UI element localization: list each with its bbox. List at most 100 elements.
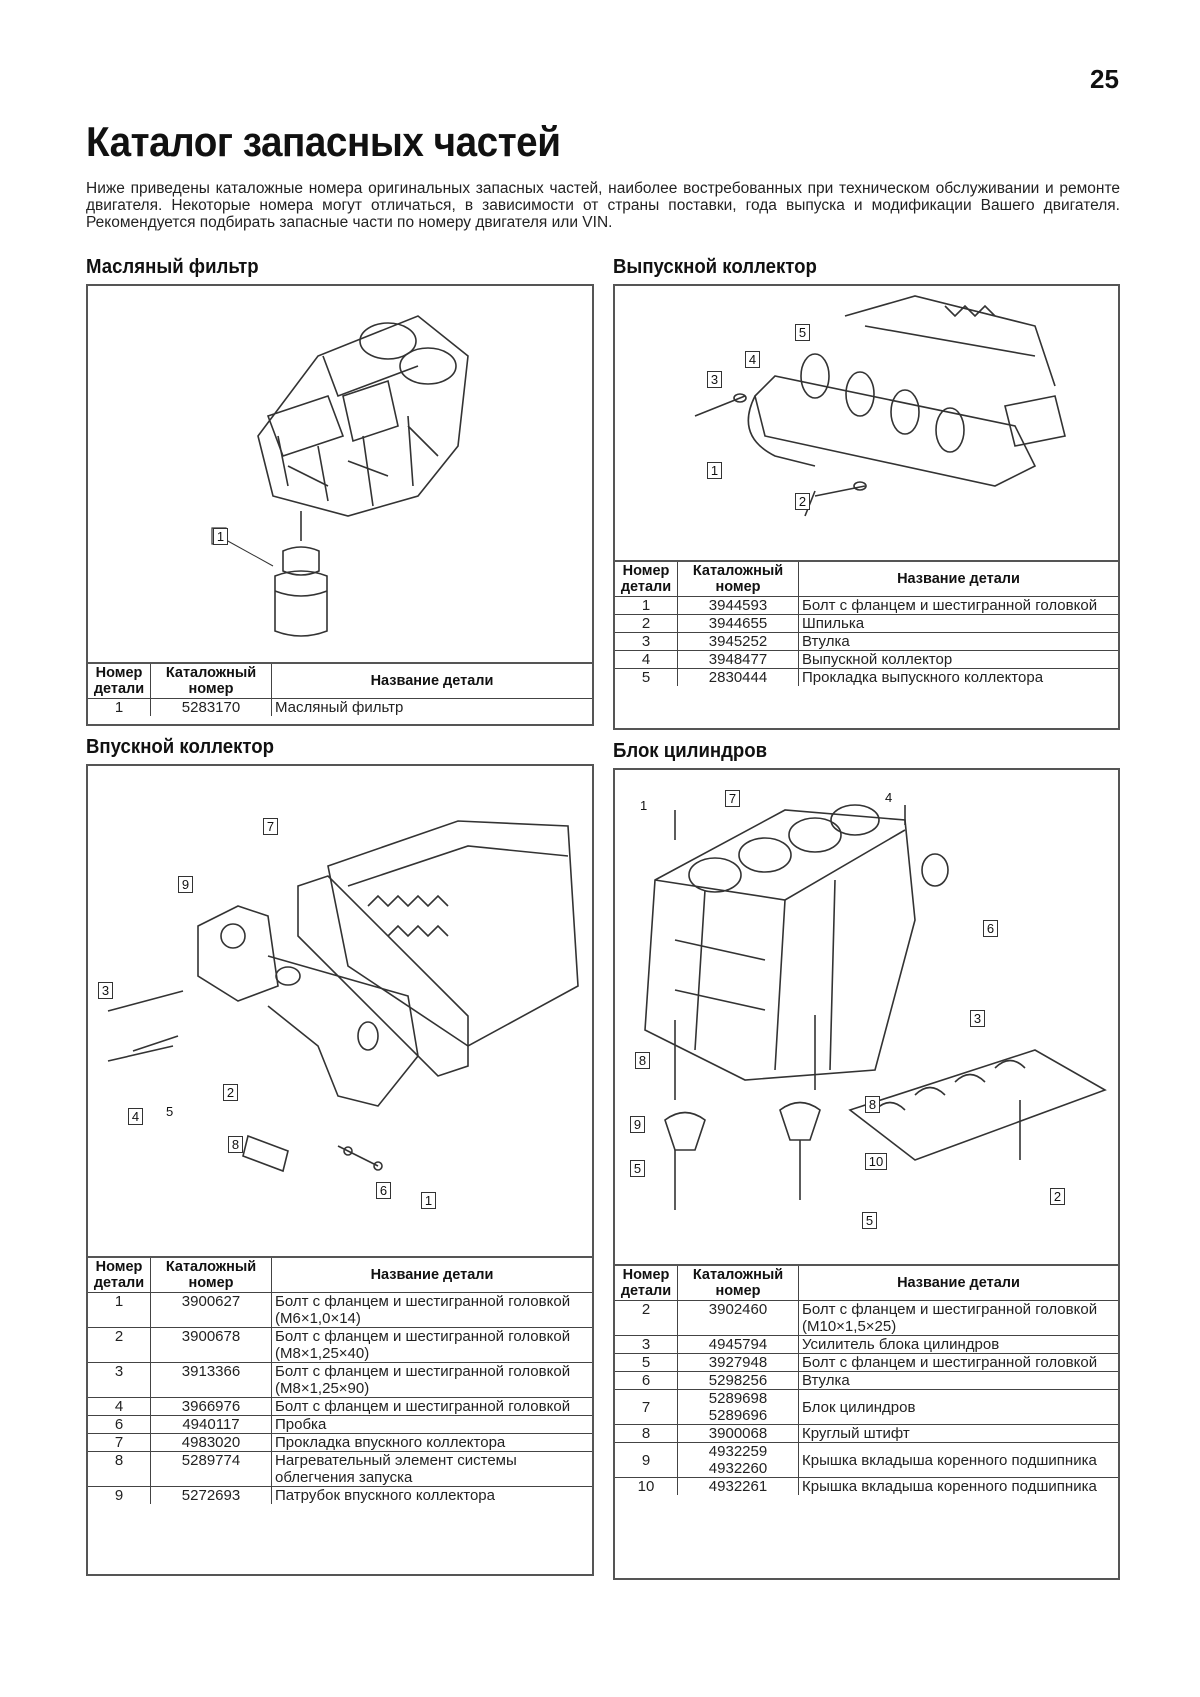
intake-manifold-parts-table: Номер детали Каталожный номер Название д… (88, 1258, 592, 1504)
table-row: 3 3945252 Втулка (615, 632, 1118, 651)
cylinder-block-panel: 1 7 4 6 3 8 8 9 10 5 2 5 Номер детали Ка… (613, 768, 1120, 1580)
callout-2: 2 (1050, 1188, 1065, 1205)
callout-9: 9 (630, 1116, 645, 1133)
cell-catalog-no: 3944655 (677, 614, 799, 633)
section-title-exhaust-manifold: Выпускной коллектор (613, 256, 817, 278)
callout-5: 5 (166, 1104, 174, 1119)
table-row: 4 3966976 Болт с фланцем и шестигранной … (88, 1397, 592, 1416)
cell-part-no: 9 (615, 1442, 678, 1478)
cell-part-no: 5 (615, 668, 678, 686)
cell-part-no: 3 (615, 632, 678, 651)
table-row: 3 4945794 Усилитель блока цилиндров (615, 1335, 1118, 1354)
cell-catalog-no: 3945252 (677, 632, 799, 651)
cell-catalog-no: 4983020 (150, 1433, 272, 1452)
callout-1: 1 (640, 798, 648, 813)
cell-part-no: 2 (615, 1300, 678, 1336)
cell-name: Патрубок впускного коллектора (271, 1486, 592, 1504)
callout-7: 7 (725, 790, 740, 807)
callout-4: 4 (128, 1108, 143, 1125)
table-row: 2 3944655 Шпилька (615, 614, 1118, 633)
table-row: 8 3900068 Круглый штифт (615, 1424, 1118, 1443)
cell-catalog-no: 5298256 (677, 1371, 799, 1390)
table-header-row: Номер детали Каталожный номер Название д… (615, 562, 1118, 597)
callout-6: 6 (376, 1182, 391, 1199)
cell-catalog-no: 3948477 (677, 650, 799, 669)
cell-part-no: 9 (88, 1486, 151, 1504)
table-row: 9 5272693 Патрубок впускного коллектора (88, 1486, 592, 1504)
cell-part-no: 7 (615, 1389, 678, 1425)
cylinder-block-diagram: 1 7 4 6 3 8 8 9 10 5 2 5 (615, 770, 1118, 1266)
callout-3: 3 (970, 1010, 985, 1027)
cell-catalog-no: 4945794 (677, 1335, 799, 1354)
cell-catalog-no: 3927948 (677, 1353, 799, 1372)
cell-name: Усилитель блока цилиндров (798, 1335, 1118, 1354)
exhaust-manifold-parts-table: Номер детали Каталожный номер Название д… (615, 562, 1118, 686)
callout-2: 2 (223, 1084, 238, 1101)
table-row: 3 3913366 Болт с фланцем и шестигранной … (88, 1362, 592, 1398)
cell-catalog-no: 5283170 (150, 698, 272, 716)
callout-6: 6 (983, 920, 998, 937)
callout-1: 1 (421, 1192, 436, 1209)
table-row: 5 3927948 Болт с фланцем и шестигранной … (615, 1353, 1118, 1372)
col-header-name: Название детали (798, 562, 1118, 597)
cell-name: Болт с фланцем и шестигранной головкой (798, 596, 1118, 615)
callout-7: 7 (263, 818, 278, 835)
callout-9: 9 (178, 876, 193, 893)
callout-4: 4 (885, 790, 893, 805)
table-row: 1 3944593 Болт с фланцем и шестигранной … (615, 596, 1118, 615)
oil-filter-diagram: 1 (88, 286, 592, 664)
callout-1: 1 (707, 462, 722, 479)
cell-catalog-no: 2830444 (677, 668, 799, 686)
cell-name: Крышка вкладыша коренного подшипника (798, 1442, 1118, 1478)
callout-8b: 8 (865, 1096, 880, 1113)
cell-part-no: 3 (88, 1362, 151, 1398)
col-header-part-no: Номер детали (615, 1266, 678, 1301)
cell-part-no: 8 (88, 1451, 151, 1487)
col-header-part-no: Номер детали (88, 664, 151, 699)
callout-1: 1 (213, 528, 228, 545)
exhaust-manifold-illustration (694, 295, 1066, 517)
callout-8: 8 (228, 1136, 243, 1153)
cell-name: Блок цилиндров (798, 1389, 1118, 1425)
engine-block-illustration (211, 315, 469, 637)
exhaust-manifold-diagram: 5 4 3 1 2 (615, 286, 1118, 562)
table-row: 7 4983020 Прокладка впускного коллектора (88, 1433, 592, 1452)
cell-catalog-no: 4932259 4932260 (677, 1442, 799, 1478)
callout-3: 3 (707, 371, 722, 388)
cell-catalog-no: 4932261 (677, 1477, 799, 1495)
table-row: 10 4932261 Крышка вкладыша коренного под… (615, 1477, 1118, 1495)
callout-5: 5 (795, 324, 810, 341)
table-row: 6 4940117 Пробка (88, 1415, 592, 1434)
cell-name: Болт с фланцем и шестигранной головкой (… (798, 1300, 1118, 1336)
cell-name: Прокладка выпускного коллектора (798, 668, 1118, 686)
callout-4: 4 (745, 351, 760, 368)
cell-name: Нагревательный элемент системы облегчени… (271, 1451, 592, 1487)
cell-catalog-no: 5272693 (150, 1486, 272, 1504)
page-number: 25 (1090, 64, 1119, 94)
cell-catalog-no: 3900627 (150, 1292, 272, 1328)
cell-name: Пробка (271, 1415, 592, 1434)
table-header-row: Номер детали Каталожный номер Название д… (615, 1266, 1118, 1301)
cell-name: Болт с фланцем и шестигранной головкой (798, 1353, 1118, 1372)
table-row: 1 3900627 Болт с фланцем и шестигранной … (88, 1292, 592, 1328)
cell-part-no: 2 (615, 614, 678, 633)
cell-name: Прокладка впускного коллектора (271, 1433, 592, 1452)
cell-part-no: 1 (615, 596, 678, 615)
cell-catalog-no: 3913366 (150, 1362, 272, 1398)
cell-name: Болт с фланцем и шестигранной головкой (… (271, 1292, 592, 1328)
cell-part-no: 5 (615, 1353, 678, 1372)
table-row: 7 5289698 5289696 Блок цилиндров (615, 1389, 1118, 1425)
cell-part-no: 8 (615, 1424, 678, 1443)
callout-5: 5 (630, 1160, 645, 1177)
cell-catalog-no: 4940117 (150, 1415, 272, 1434)
cell-part-no: 3 (615, 1335, 678, 1354)
cell-catalog-no: 3900678 (150, 1327, 272, 1363)
cell-part-no: 6 (88, 1415, 151, 1434)
cell-catalog-no: 3900068 (677, 1424, 799, 1443)
callout-10: 10 (865, 1153, 887, 1170)
cell-part-no: 4 (615, 650, 678, 669)
table-row: 6 5298256 Втулка (615, 1371, 1118, 1390)
oil-filter-parts-table: Номер детали Каталожный номер Название д… (88, 664, 592, 716)
col-header-catalog-no: Каталожный номер (677, 562, 799, 597)
table-row: 1 5283170 Масляный фильтр (88, 698, 592, 716)
